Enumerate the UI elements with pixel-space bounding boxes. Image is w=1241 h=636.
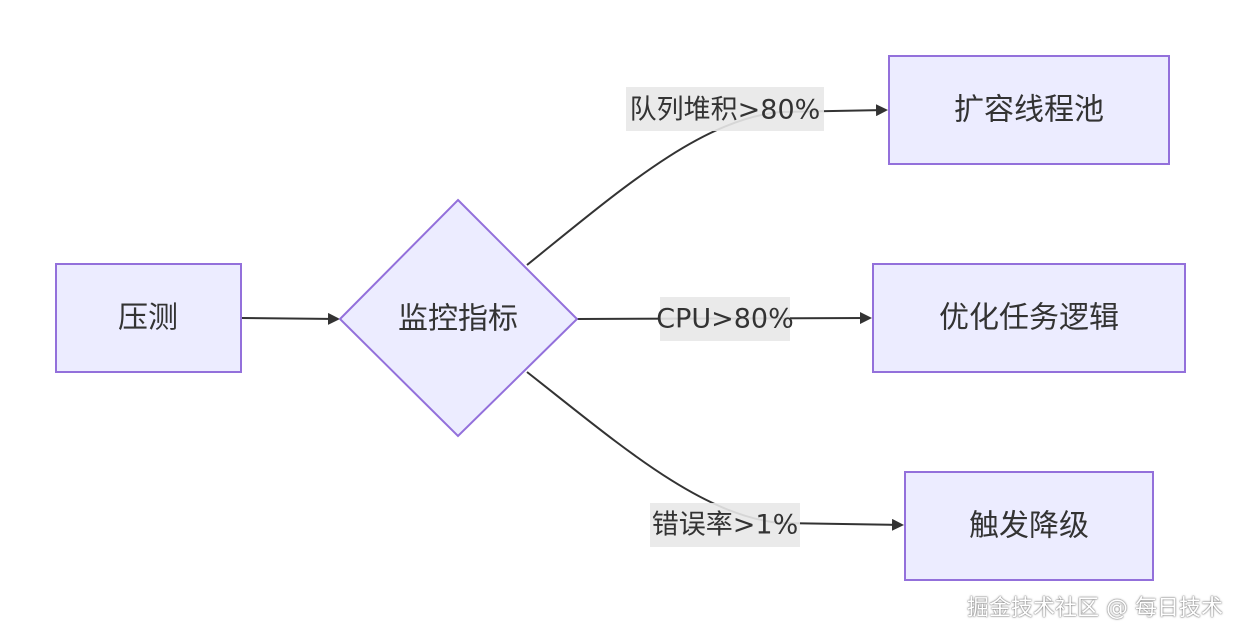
edge-label-error-text: 错误率>1%: [652, 510, 798, 541]
watermark: 掘金技术社区 @ 每日技术: [967, 596, 1223, 621]
edge-monitor-to-degrade: [526, 371, 904, 531]
node-monitor: 监控指标: [338, 198, 579, 438]
node-degrade: 触发降级: [904, 471, 1154, 581]
node-degrade-label: 触发降级: [969, 509, 1089, 544]
edge-label-cpu-text: CPU>80%: [656, 304, 794, 335]
node-stress-test-label: 压测: [118, 301, 178, 336]
edge-label-queue-text: 队列堆积>80%: [630, 95, 821, 126]
node-monitor-label: 监控指标: [398, 302, 518, 337]
node-optimize: 优化任务逻辑: [872, 263, 1186, 373]
node-scale-pool: 扩容线程池: [888, 55, 1170, 165]
edge-label-error: 错误率>1%: [650, 503, 800, 547]
node-scale-pool-label: 扩容线程池: [954, 93, 1104, 128]
edge-monitor-to-scale: [526, 104, 888, 266]
edge-stress-to-monitor: [240, 312, 340, 325]
edge-label-queue: 队列堆积>80%: [626, 87, 824, 131]
edge-label-cpu: CPU>80%: [656, 297, 794, 341]
node-stress-test: 压测: [55, 263, 242, 373]
node-optimize-label: 优化任务逻辑: [939, 301, 1119, 336]
